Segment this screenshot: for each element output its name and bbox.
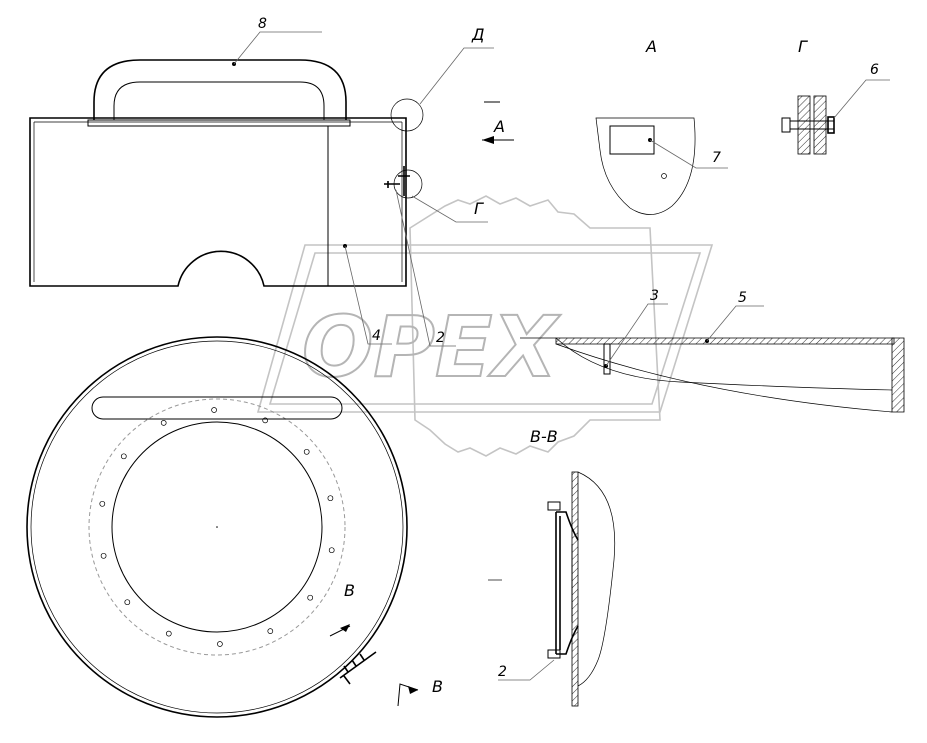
section-contour <box>577 471 616 687</box>
view-g-bolt-head <box>781 117 791 133</box>
callout-7: 7 <box>712 150 721 166</box>
watermark-gear <box>409 195 661 457</box>
detail-circle-d <box>390 98 424 132</box>
label-a-view: А <box>645 37 657 56</box>
detail-circle-g <box>393 169 423 199</box>
callout-2-top: 2 <box>436 330 445 346</box>
label-a-arrow: А <box>493 117 505 136</box>
bolt-hole <box>165 630 172 637</box>
box-elevation-view: 8 Д Г 2 4 <box>29 16 494 347</box>
callout-4: 4 <box>372 328 381 344</box>
bar-end-plate <box>891 337 905 413</box>
box-body <box>29 117 407 287</box>
section-arrow-b-upper <box>340 624 350 632</box>
leader-d <box>419 47 494 105</box>
bolt-hole <box>99 500 106 507</box>
leader-2-bottom <box>498 659 555 681</box>
callout-8: 8 <box>258 16 267 32</box>
bolt-holes <box>99 407 335 647</box>
bolt-circle <box>88 398 346 656</box>
handle-outer <box>93 59 347 120</box>
callout-2-bottom: 2 <box>498 664 507 680</box>
handle-inner <box>113 81 325 120</box>
inner-opening <box>111 421 323 633</box>
view-a-outline <box>595 117 696 215</box>
handle-slot <box>91 396 343 420</box>
handle-base-plate <box>87 119 351 127</box>
bar-view: 5 3 <box>520 288 905 413</box>
view-g-wall-right <box>813 95 827 155</box>
label-section-bb: В-В <box>530 427 558 446</box>
section-wall <box>571 471 579 707</box>
bar-stem <box>603 343 611 375</box>
section-bolt-top <box>547 501 561 511</box>
view-g-wall-left <box>797 95 811 155</box>
outer-ring <box>26 336 408 718</box>
view-g-nut <box>827 116 835 134</box>
leader-7 <box>649 139 728 169</box>
section-bb: В-В 2 <box>488 427 616 707</box>
bar-body <box>555 337 895 345</box>
bolt-hole <box>327 495 334 502</box>
leader-3 <box>605 303 668 367</box>
leader-5 <box>706 305 764 342</box>
center-mark <box>216 526 218 528</box>
callout-3: 3 <box>650 288 659 304</box>
bolt-hole <box>100 552 107 559</box>
watermark-text: OPEX <box>302 298 561 396</box>
bolt-hole <box>160 420 167 426</box>
view-arrow-a-head <box>482 136 494 144</box>
label-b-lower: В <box>432 677 443 696</box>
view-arrow-a: А <box>482 101 514 144</box>
bar-curve <box>555 343 893 413</box>
leader-6 <box>833 79 890 119</box>
view-a: А 7 <box>595 37 728 215</box>
view-g: Г 6 <box>781 37 890 155</box>
watermark: OPEX <box>256 195 714 457</box>
bolt-hole <box>124 599 131 606</box>
leader-4 <box>344 245 392 345</box>
section-bolt-bottom <box>547 649 561 659</box>
label-d-callout: Д <box>471 25 485 44</box>
watermark-frame <box>256 244 714 413</box>
leader-8 <box>233 31 322 65</box>
bolt-hole <box>120 453 127 460</box>
bolt-hole <box>211 407 217 413</box>
bolt-hole <box>217 641 223 647</box>
view-a-plate <box>609 125 655 155</box>
section-flange <box>555 511 579 655</box>
outer-ring-inner <box>30 340 404 714</box>
bolt-hole <box>307 594 314 601</box>
section-marker-b-lower <box>397 683 419 707</box>
bar-top-curve <box>555 337 893 391</box>
bolt-hole <box>267 628 274 634</box>
circular-plan-view: В В <box>26 336 443 718</box>
bolt-hole <box>262 417 269 424</box>
section-arrow-b-lower <box>408 686 418 694</box>
leader-2-top <box>395 189 456 347</box>
callout-5: 5 <box>738 290 747 306</box>
label-g-callout: Г <box>474 199 484 218</box>
label-g-view: Г <box>798 37 808 56</box>
leader-g <box>411 195 488 223</box>
latch-detail <box>384 166 410 196</box>
bolt-hole <box>303 448 310 455</box>
label-b-upper: В <box>344 581 355 600</box>
bolt-hole <box>328 547 335 554</box>
view-a-hole <box>661 173 667 179</box>
callout-6: 6 <box>870 62 879 78</box>
ring-bracket <box>339 651 377 685</box>
